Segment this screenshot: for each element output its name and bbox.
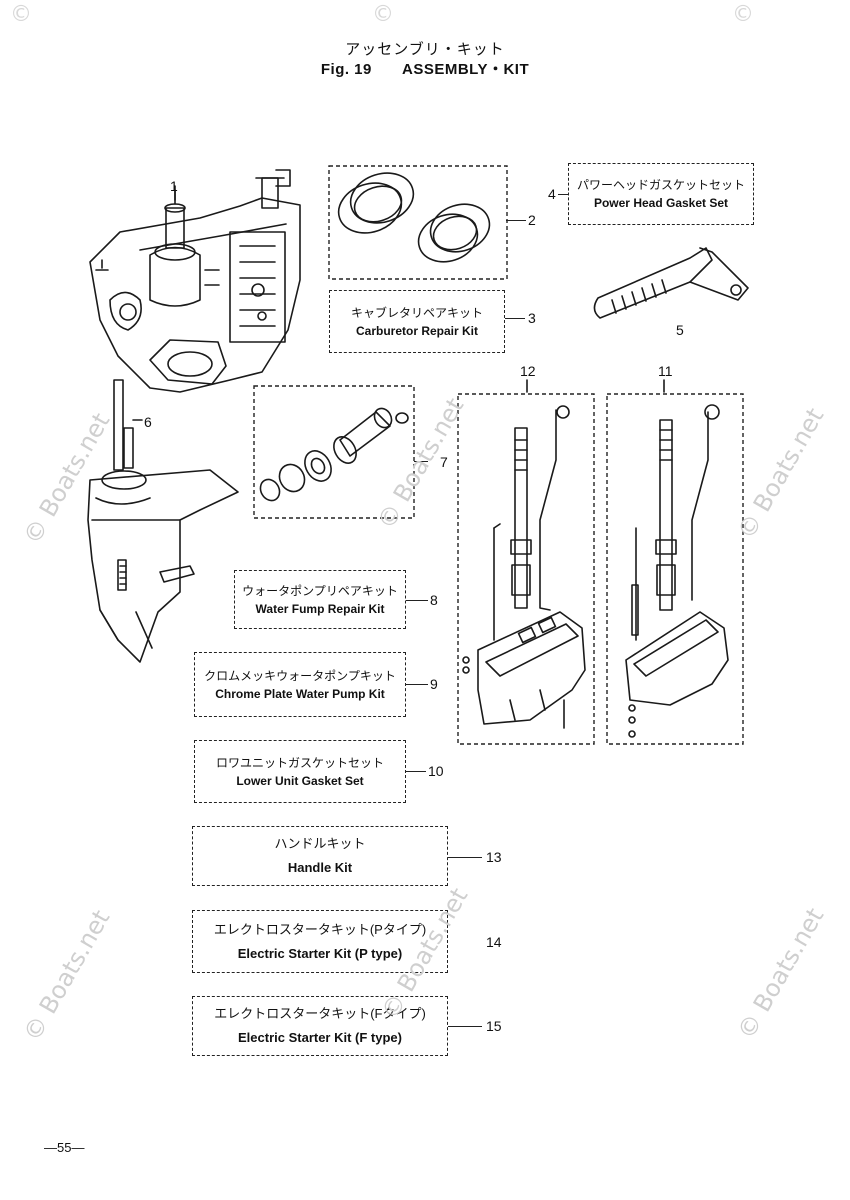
callout-3: 3 bbox=[528, 310, 536, 326]
kit-box-water-pump-repair-kit: ウォータポンプリペアキット Water Fump Repair Kit bbox=[234, 570, 406, 629]
callout-1: 1 bbox=[170, 178, 178, 194]
kit-label-en: Electric Starter Kit (P type) bbox=[237, 945, 403, 961]
kit-label-jp: ハンドルキット bbox=[274, 836, 366, 851]
leader-line-10 bbox=[406, 771, 426, 772]
callout-9: 9 bbox=[430, 676, 438, 692]
leader-line-7 bbox=[414, 461, 428, 462]
kit-label-jp: キャブレタリペアキット bbox=[350, 305, 483, 320]
callout-12: 12 bbox=[520, 363, 536, 379]
kit-box-carburetor-repair-kit: キャブレタリペアキット Carburetor Repair Kit bbox=[329, 290, 505, 353]
kit-label-jp: エレクトロスタータキット(Pタイプ) bbox=[213, 921, 427, 937]
kit-label-en: Handle Kit bbox=[287, 860, 353, 875]
callout-7: 7 bbox=[440, 454, 448, 470]
kit-2-outline bbox=[328, 165, 508, 280]
kit-11-outline bbox=[606, 393, 744, 745]
leader-line-3 bbox=[505, 318, 525, 319]
lower-unit-drawing bbox=[87, 379, 239, 663]
kit-label-jp: ロワユニットガスケットセット bbox=[215, 755, 384, 770]
figure-title: Fig. 19 ASSEMBLY・KIT bbox=[0, 58, 850, 79]
handle-grip-drawing bbox=[593, 247, 749, 319]
kit-label-en: Electric Starter Kit (F type) bbox=[238, 1030, 402, 1045]
figure-number: Fig. 19 bbox=[320, 61, 372, 78]
callout-15: 15 bbox=[486, 1018, 502, 1034]
callout-5: 5 bbox=[676, 322, 684, 338]
callout-4: 4 bbox=[548, 186, 556, 202]
kit-label-jp: エレクトロスタータキット(Fタイプ) bbox=[214, 1006, 426, 1021]
water-pump-parts-drawing bbox=[259, 407, 409, 502]
leader-line-8 bbox=[406, 600, 428, 601]
figure-title-english: ASSEMBLY・KIT bbox=[402, 61, 530, 78]
callout-10: 10 bbox=[428, 763, 444, 779]
callout-2: 2 bbox=[528, 212, 536, 228]
kit-box-power-head-gasket-set: パワーヘッドガスケットセット Power Head Gasket Set bbox=[568, 163, 754, 225]
callout-8: 8 bbox=[430, 592, 438, 608]
kit-label-en: Carburetor Repair Kit bbox=[355, 323, 479, 338]
kit-label-jp: クロムメッキウォータポンプキット bbox=[204, 668, 396, 683]
kit-7-outline bbox=[253, 385, 415, 519]
kit-box-chrome-plate-water-pump-kit: クロムメッキウォータポンプキット Chrome Plate Water Pump… bbox=[194, 652, 406, 717]
drive-shaft-assembly-12-drawing bbox=[462, 405, 586, 729]
kit-label-en: Lower Unit Gasket Set bbox=[236, 773, 364, 788]
leader-line-2 bbox=[506, 220, 526, 221]
callout-13: 13 bbox=[486, 849, 502, 865]
figure-title-japanese: アッセンブリ・キット bbox=[345, 41, 505, 58]
leader-line-9 bbox=[406, 684, 428, 685]
kit-box-electric-starter-kit-p-type: エレクトロスタータキット(Pタイプ) Electric Starter Kit … bbox=[192, 910, 448, 973]
kit-label-jp: ウォータポンプリペアキット bbox=[242, 583, 398, 598]
kit-label-jp: パワーヘッドガスケットセット bbox=[576, 178, 745, 192]
leader-line-15 bbox=[448, 1026, 482, 1027]
page-number: —55— bbox=[44, 1140, 85, 1155]
kit-box-lower-unit-gasket-set: ロワユニットガスケットセット Lower Unit Gasket Set bbox=[194, 740, 406, 803]
piston-rings-drawing bbox=[337, 172, 491, 263]
callout-11: 11 bbox=[658, 363, 673, 379]
kit-box-electric-starter-kit-f-type: エレクトロスタータキット(Fタイプ) Electric Starter Kit … bbox=[192, 996, 448, 1056]
power-head-drawing bbox=[89, 169, 301, 393]
kit-box-handle-kit: ハンドルキット Handle Kit bbox=[192, 826, 448, 886]
leader-line-13 bbox=[448, 857, 482, 858]
kit-label-en: Water Fump Repair Kit bbox=[255, 601, 385, 616]
callout-6: 6 bbox=[144, 414, 152, 430]
kit-label-en: Chrome Plate Water Pump Kit bbox=[215, 686, 385, 701]
kit-label-en: Power Head Gasket Set bbox=[593, 196, 729, 210]
leader-line-4 bbox=[558, 194, 568, 195]
drive-shaft-assembly-11-drawing bbox=[625, 404, 729, 738]
kit-12-outline bbox=[457, 393, 595, 745]
callout-14: 14 bbox=[486, 934, 502, 950]
